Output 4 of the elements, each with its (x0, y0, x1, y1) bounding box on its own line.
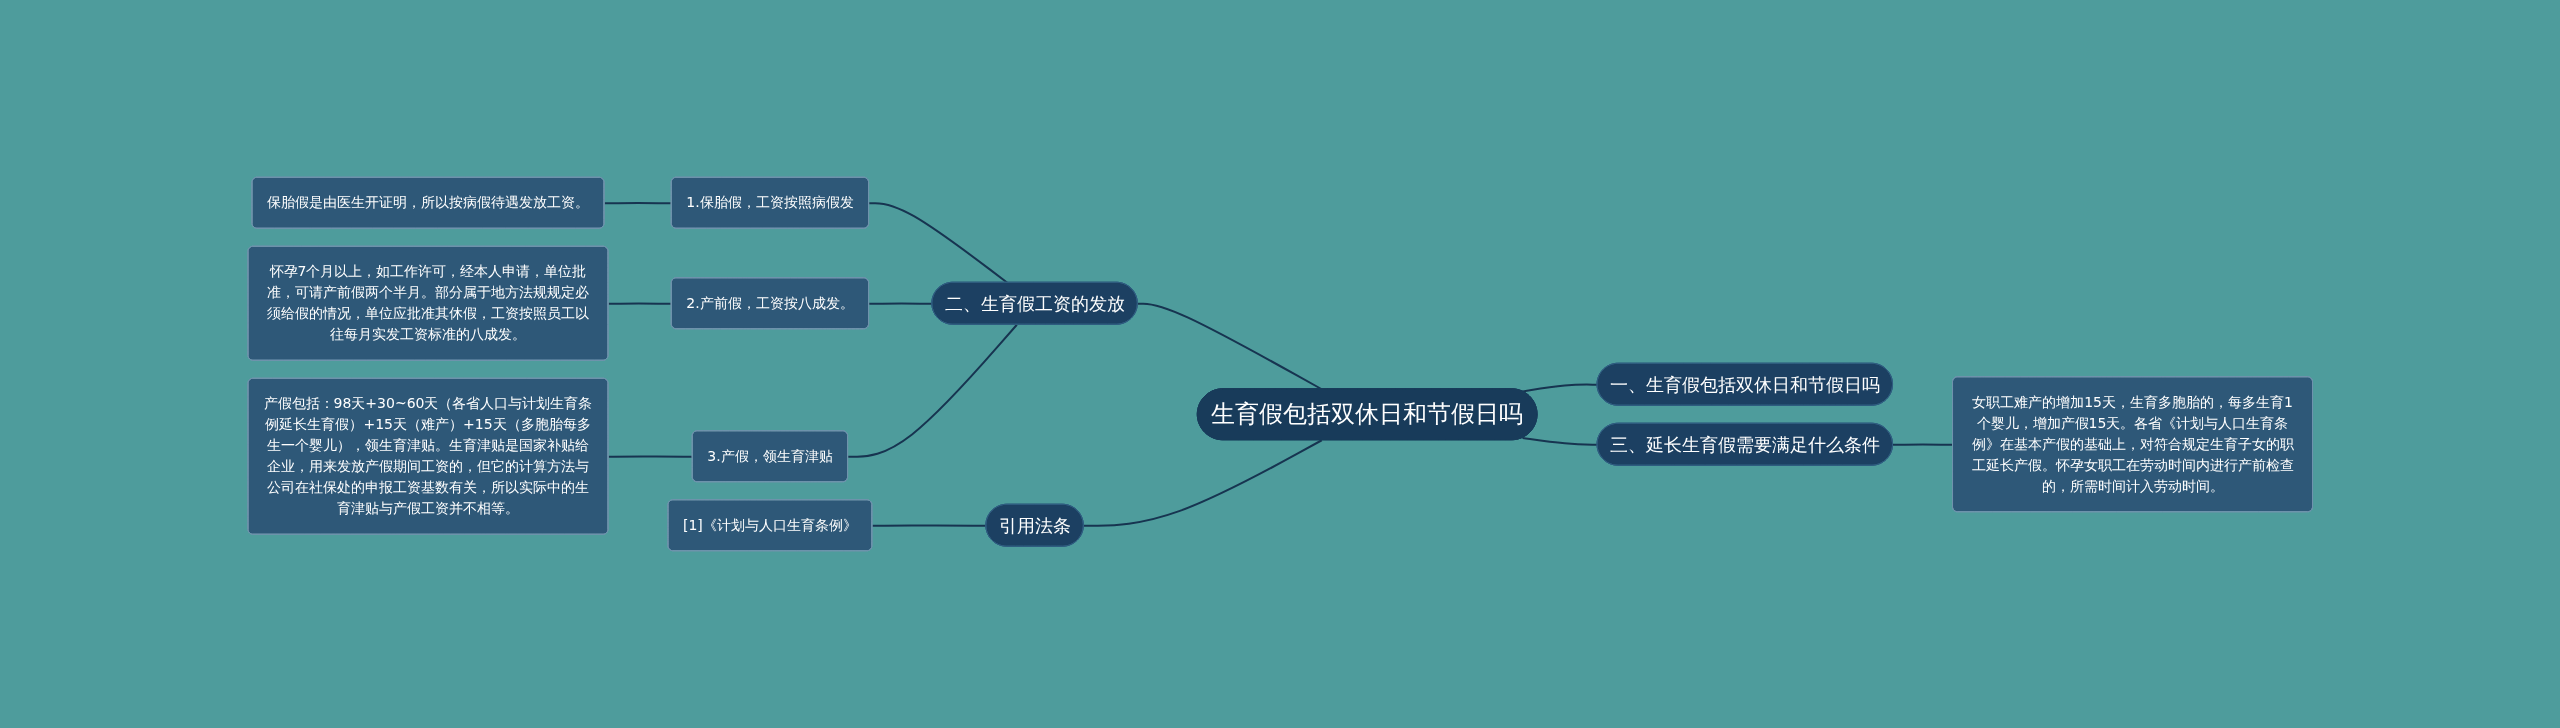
connector (1082, 439, 1323, 527)
connector (846, 323, 1018, 458)
connector (867, 202, 1009, 284)
connector (1891, 443, 1954, 446)
